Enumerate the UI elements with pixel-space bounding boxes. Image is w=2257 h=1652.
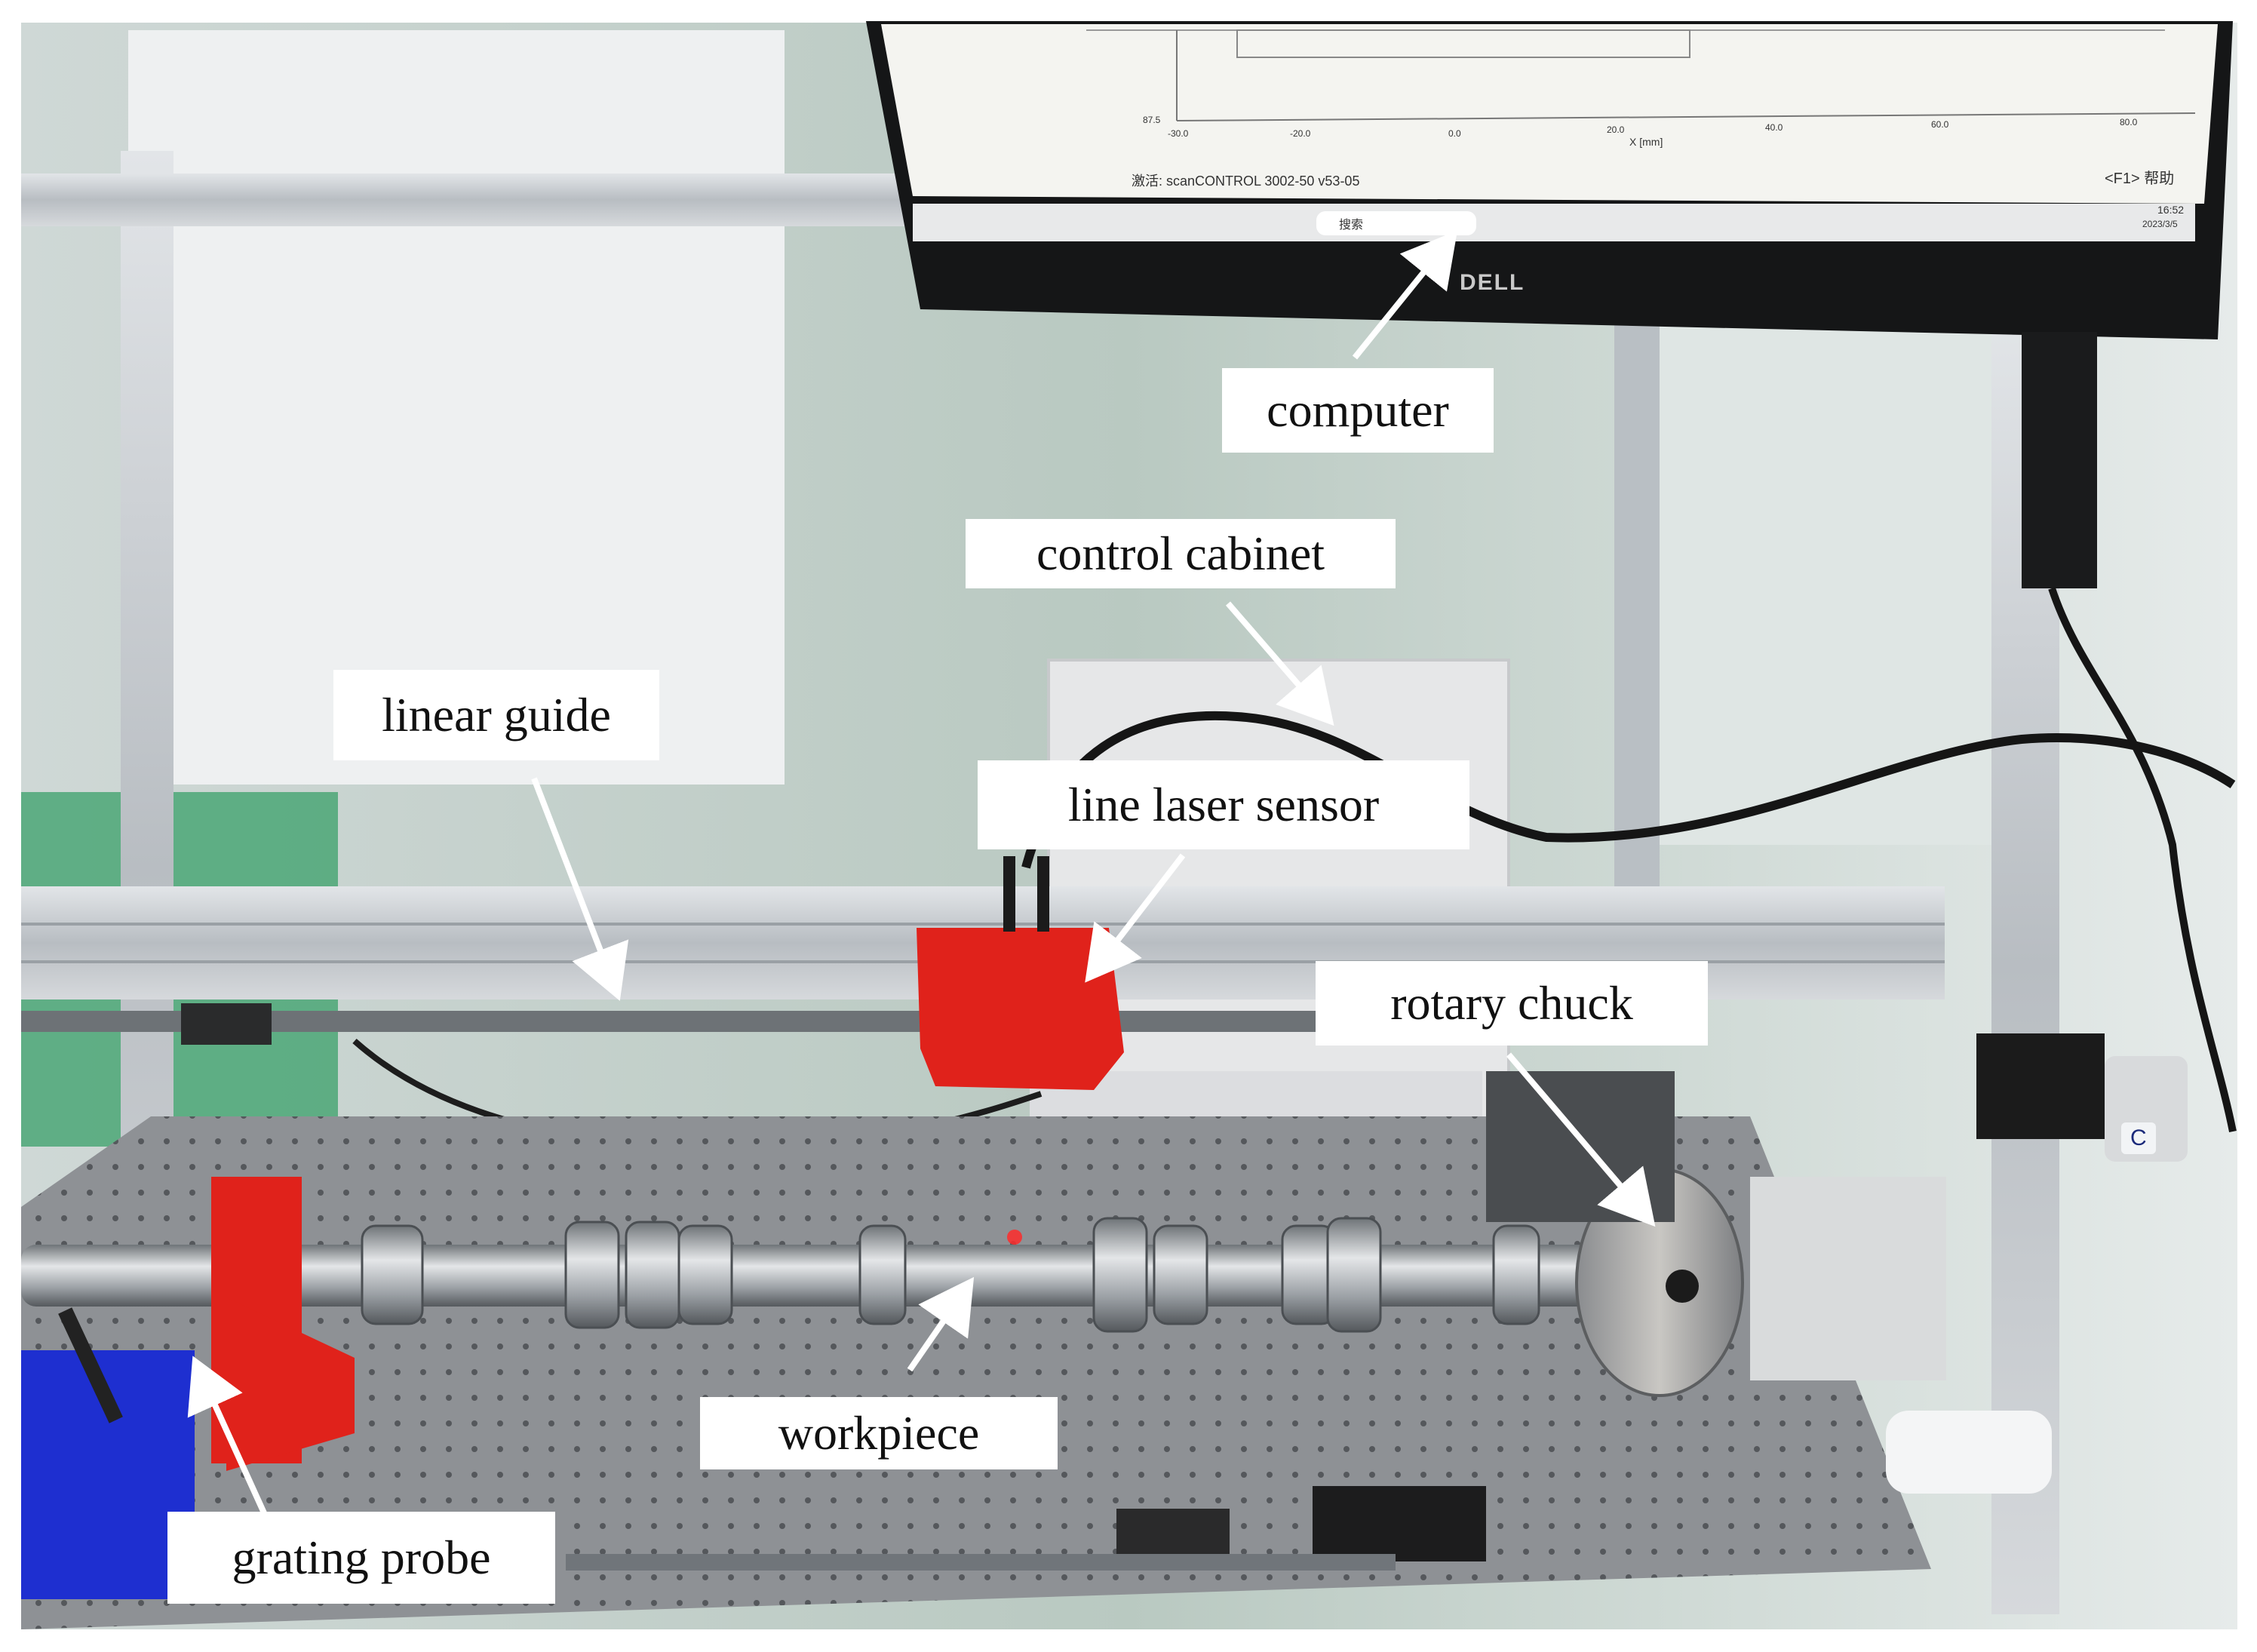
plot-x-tick-5: 60.0 [1931, 119, 1949, 130]
monitor-screen [881, 24, 2218, 204]
label-rotary-chuck: rotary chuck [1316, 961, 1708, 1046]
screen-date: 2023/3/5 [2142, 219, 2178, 229]
label-control-cabinet: control cabinet [966, 519, 1396, 588]
arrow-workpiece [907, 1276, 975, 1372]
stepper-motor-bottom [1313, 1486, 1486, 1561]
frame-beam-top [21, 173, 957, 226]
frame-post-right-inner [1614, 317, 1660, 890]
white-board [128, 30, 785, 785]
screen-time: 16:52 [2157, 204, 2185, 216]
plot-x-tick-4: 40.0 [1765, 122, 1783, 133]
window-pane-right [1660, 317, 2052, 845]
plot-x-tick-1: -20.0 [1290, 128, 1311, 139]
arrow-grating-probe [187, 1356, 269, 1518]
monitor-brand-logo: DELL [1460, 270, 1525, 295]
laser-spot [1007, 1230, 1022, 1245]
camshaft-lobes [361, 1217, 1540, 1333]
plot-x-tick-2: 0.0 [1448, 128, 1461, 139]
stepper-motor-right [1976, 1033, 2105, 1139]
arrow-computer [1352, 230, 1458, 360]
plot-x-tick-3: 20.0 [1607, 124, 1625, 135]
rotary-chuck-body [1750, 1177, 1946, 1380]
motor-badge: C [2121, 1122, 2156, 1154]
plot-y-tick: 87.5 [1143, 115, 1161, 125]
label-computer: computer [1222, 368, 1494, 453]
arrow-line-laser-sensor [1085, 853, 1186, 983]
plot-x-tick-6: 80.0 [2120, 117, 2138, 127]
arrow-linear-guide [531, 777, 629, 1001]
monitor-stand [2022, 332, 2097, 588]
plot-axis-unit: X [mm] [1629, 136, 1663, 148]
screen-help-text: <F1> 帮助 [2105, 170, 2175, 187]
label-grating-probe: grating probe [167, 1512, 555, 1604]
label-line-laser-sensor: line laser sensor [978, 760, 1469, 849]
arrow-control-cabinet [1225, 601, 1334, 726]
line-laser-sensor-body [917, 928, 1124, 1090]
power-socket [1886, 1411, 2052, 1494]
taskbar-search-input[interactable]: 搜索 [1316, 211, 1477, 235]
label-workpiece: workpiece [700, 1397, 1058, 1469]
sensor-cable [1021, 711, 2236, 869]
label-linear-guide: linear guide [333, 670, 659, 760]
screen-status-text: 激活: scanCONTROL 3002-50 v53-05 [1132, 173, 1360, 189]
arrow-rotary-chuck [1506, 1052, 1656, 1227]
plot-x-tick-0: -30.0 [1168, 128, 1189, 139]
